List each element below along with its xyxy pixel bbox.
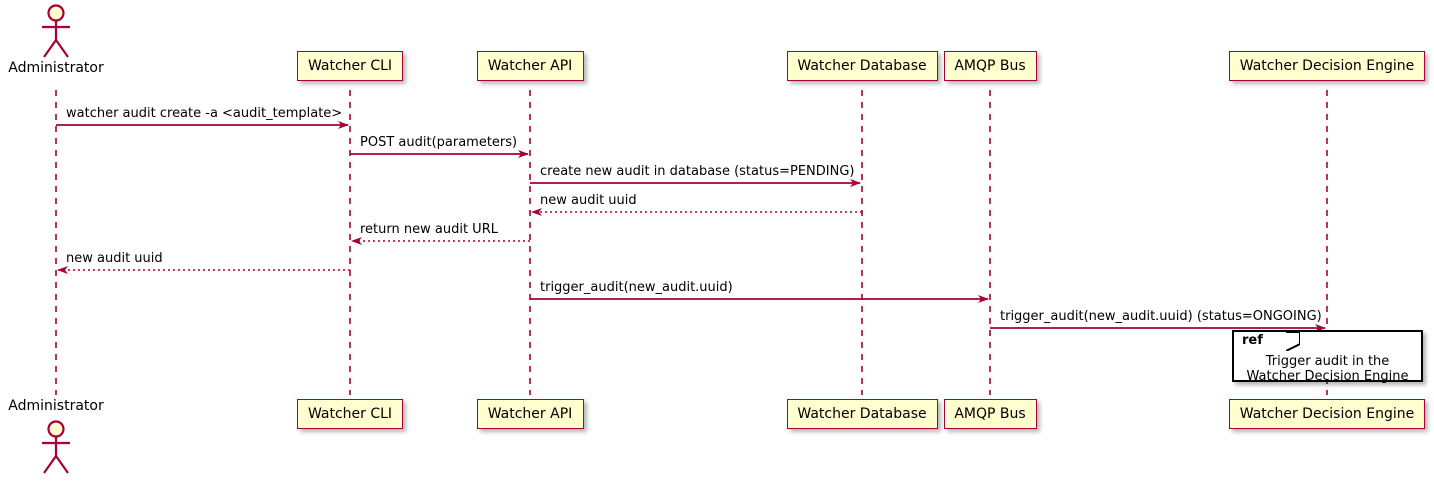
message-label-8: trigger_audit(new_audit.uuid) (status=ON… [1000,309,1322,324]
participant-label: Watcher Decision Engine [1239,58,1415,74]
participant-watcher-decision-engine-bottom[interactable]: Watcher Decision Engine [1229,399,1425,429]
message-label-1: watcher audit create -a <audit_template> [66,106,343,121]
actor-figures-group [42,4,70,474]
participant-watcher-decision-engine-top[interactable]: Watcher Decision Engine [1229,51,1425,81]
actor-label-administrator-bottom: Administrator [8,398,104,414]
participant-label: Watcher API [487,58,573,74]
message-label-4: new audit uuid [540,193,637,208]
participant-watcher-database-bottom[interactable]: Watcher Database [786,399,938,429]
participant-label: Watcher Decision Engine [1239,406,1415,422]
message-label-5: return new audit URL [360,222,498,237]
participant-label: Watcher Database [797,58,927,74]
participant-watcher-api-top[interactable]: Watcher API [476,51,584,81]
actor-label-administrator-top: Administrator [8,60,104,76]
participant-label: Watcher CLI [307,58,393,74]
participant-amqp-bus-bottom[interactable]: AMQP Bus [943,399,1037,429]
participant-amqp-bus-top[interactable]: AMQP Bus [943,51,1037,81]
ref-fragment-text: Trigger audit in the Watcher Decision En… [1246,354,1409,384]
message-label-6: new audit uuid [66,251,163,266]
participant-watcher-database-top[interactable]: Watcher Database [786,51,938,81]
actor-figure-administrator-bottom [42,420,70,474]
participant-watcher-api-bottom[interactable]: Watcher API [476,399,584,429]
ref-tab-notch [1286,332,1300,351]
message-label-2: POST audit(parameters) [360,135,518,150]
participant-watcher-cli-top[interactable]: Watcher CLI [297,51,403,81]
message-label-3: create new audit in database (status=PEN… [540,164,855,179]
ref-fragment-tab-label: ref [1242,333,1263,348]
participant-label: AMQP Bus [954,406,1026,422]
message-label-7: trigger_audit(new_audit.uuid) [540,280,733,295]
message-arrows-group [56,121,1326,332]
participant-label: Watcher API [487,406,573,422]
participant-label: AMQP Bus [954,58,1026,74]
ref-fragment-box: ref Trigger audit in the Watcher Decisio… [1232,330,1423,384]
participant-label: Watcher CLI [307,406,393,422]
ref-fragment-tab: ref [1234,332,1286,351]
participant-watcher-cli-bottom[interactable]: Watcher CLI [297,399,403,429]
participant-label: Watcher Database [797,406,927,422]
lifelines-group [55,90,1328,395]
actor-figure-administrator-top [42,4,70,58]
